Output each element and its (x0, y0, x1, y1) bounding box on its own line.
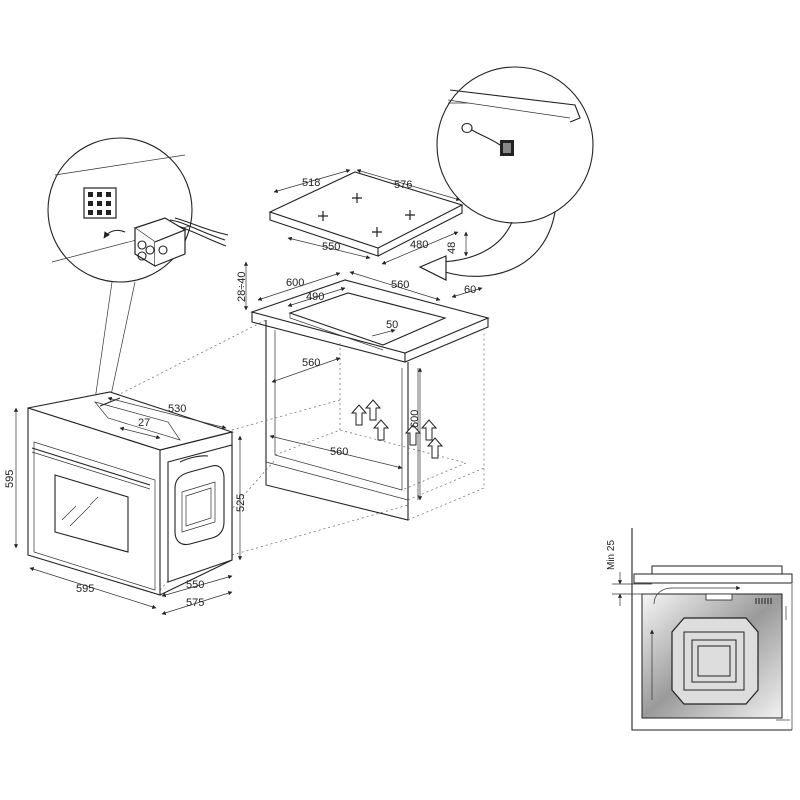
oven-drawing: 530 27 595 525 595 550 575 (4, 391, 247, 615)
dim-oven-body-height: 525 (235, 494, 247, 512)
cabinet-drawing: 600 560 490 50 60 28÷40 560 560 600 (236, 261, 490, 521)
dim-hob-cutout-depth: 480 (410, 239, 428, 251)
dim-worktop-cutout: 560 (391, 279, 409, 291)
ventilation-arrows-icon (350, 399, 444, 459)
dim-cabinet-height: 600 (409, 410, 421, 428)
direction-arrow-icon (418, 255, 447, 281)
side-section-view: Min 25 (606, 528, 793, 731)
side-fan-cover (671, 617, 759, 705)
dim-oven-height: 595 (4, 470, 16, 488)
dim-hob-depth: 518 (302, 177, 320, 189)
insert-arrow-icon (103, 229, 126, 239)
dim-oven-body-width: 550 (186, 579, 204, 591)
dim-clearance-50: 50 (386, 319, 398, 331)
dim-oven-total-width: 575 (186, 597, 204, 609)
fan-cover (174, 465, 225, 546)
dim-hob-width: 576 (394, 179, 412, 191)
terminal-block-icon (83, 187, 117, 219)
dim-oven-depth: 530 (168, 403, 186, 415)
dim-cabinet-width-upper: 560 (302, 357, 320, 369)
dim-hob-height: 48 (446, 242, 458, 254)
dim-worktop-depth: 600 (286, 277, 304, 289)
dim-oven-panel: 27 (138, 417, 150, 429)
dim-hob-cutout-width: 550 (322, 241, 340, 253)
hob-drawing: 518 576 550 480 48 (268, 169, 469, 265)
dim-worktop-thickness: 28÷40 (236, 271, 248, 302)
terminal-detail-circle (47, 137, 229, 401)
dim-min-25: Min 25 (606, 540, 617, 570)
dim-clearance-60: 60 (464, 284, 476, 296)
dim-cabinet-width-lower: 560 (330, 446, 348, 458)
vent-slots-icon (755, 598, 772, 604)
oven-window (54, 474, 129, 553)
dim-oven-width: 595 (76, 583, 94, 595)
fixing-clip-icon (461, 122, 514, 156)
connector-plug-icon (133, 217, 229, 268)
dim-cutout-490: 490 (306, 291, 324, 303)
